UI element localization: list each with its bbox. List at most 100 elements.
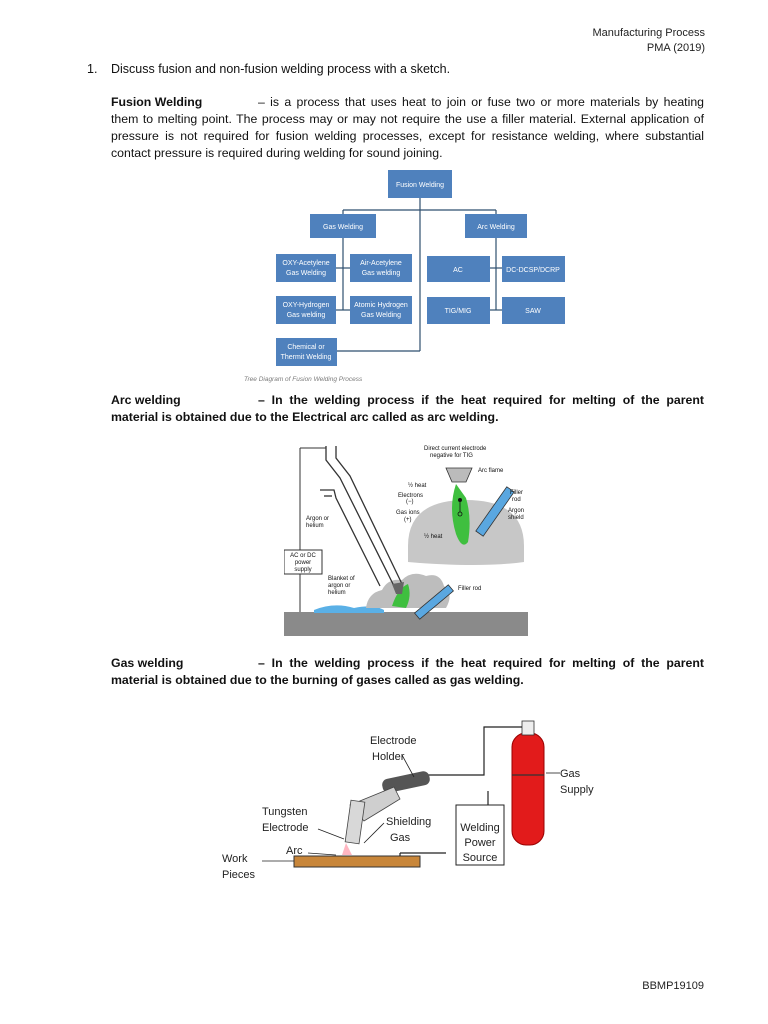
gas-cylinder xyxy=(511,732,545,846)
gas-definition: – In the welding process if the heat req… xyxy=(111,656,704,687)
gas-ions-line1: Gas ions xyxy=(396,510,420,516)
electrons-line1: Electrons xyxy=(398,493,423,499)
tungsten-line1: Tungsten xyxy=(262,806,307,818)
argon-shield-line2: shield xyxy=(508,515,524,521)
tree-node-ac xyxy=(427,256,490,282)
power-supply-line3: supply xyxy=(294,567,311,573)
fusion-paragraph: Fusion Welding– is a process that uses h… xyxy=(111,94,704,162)
fusion-definition: – is a process that uses heat to join or… xyxy=(111,95,704,160)
tree-node-atomic-hydrogen xyxy=(350,296,412,324)
shielding-line2: Gas xyxy=(390,832,411,844)
gas-arc-spark xyxy=(342,843,352,855)
arc-filler-rod xyxy=(414,584,454,620)
dc-electrode-line2: negative for TIG xyxy=(430,453,473,459)
tree-node-gas xyxy=(310,214,376,238)
arc-power-supply-box xyxy=(284,549,323,575)
tree-caption: Tree Diagram of Fusion Welding Process xyxy=(244,376,363,383)
tree-node-oxy-hydrogen-line2: Gas welding xyxy=(287,312,326,319)
inset-filler-line2: rod xyxy=(512,497,521,503)
tree-node-arc xyxy=(465,214,527,238)
arc-paragraph: Arc welding– In the welding process if t… xyxy=(111,392,704,426)
tree-node-air-acetylene-line1: Air-Acetylene xyxy=(360,260,402,267)
electrons-line2: (−) xyxy=(406,499,414,505)
tree-node-oxy-hydrogen xyxy=(276,296,336,324)
arc-weld-pool xyxy=(392,584,410,608)
question-text: Discuss fusion and non-fusion welding pr… xyxy=(111,62,451,76)
gas-cylinder-valve xyxy=(521,720,535,736)
header-course: Manufacturing Process xyxy=(592,27,706,39)
arc-electrode-tip xyxy=(392,582,404,594)
tree-node-oxy-acetylene xyxy=(276,254,336,282)
tree-node-atomic-hydrogen-line2: Gas Welding xyxy=(361,312,401,319)
tree-node-arc-label: Arc Welding xyxy=(477,224,515,231)
inset-arc-flame xyxy=(452,484,470,545)
tree-node-fusion-label: Fusion Welding xyxy=(396,182,444,189)
power-source-line3: Source xyxy=(463,852,498,864)
gas-power-source-box xyxy=(455,804,505,866)
work-pieces-line1: Work xyxy=(222,853,248,865)
gas-supply-line2: Supply xyxy=(560,784,594,796)
tree-node-dc xyxy=(502,256,565,282)
argon-shield-line1: Argon xyxy=(508,508,524,514)
power-supply-line1: AC or DC xyxy=(290,553,316,559)
half-heat-top-label: ½ heat xyxy=(408,482,427,489)
power-source-line2: Power xyxy=(464,837,496,849)
tree-node-oxy-acetylene-line2: Gas Welding xyxy=(286,270,326,277)
fusion-welding-tree-diagram: Fusion Welding Gas Welding Arc Welding O… xyxy=(244,170,565,383)
gas-ions-line2: (+) xyxy=(404,517,412,523)
tree-node-fusion xyxy=(388,170,452,198)
question-number: 1. xyxy=(87,62,98,76)
tungsten-line2: Electrode xyxy=(262,822,308,834)
half-heat-bottom-label: ½ heat xyxy=(424,533,443,540)
arc-flame-label: Arc flame xyxy=(478,468,504,474)
tree-node-gas-label: Gas Welding xyxy=(323,224,363,231)
gas-torch-nozzle xyxy=(344,799,366,845)
tree-node-chemical xyxy=(276,338,337,366)
blanket-line1: Blanket of xyxy=(328,576,355,582)
tree-node-tig xyxy=(427,297,490,324)
gas-workpiece xyxy=(293,855,421,868)
gas-paragraph: Gas welding– In the welding process if t… xyxy=(111,655,704,689)
gas-supply-line1: Gas xyxy=(560,768,581,780)
tree-node-saw xyxy=(502,297,565,324)
tree-node-saw-label: SAW xyxy=(525,308,541,315)
dc-electrode-line1: Direct current electrode xyxy=(424,446,487,452)
blanket-line3: helium xyxy=(328,590,346,596)
work-pieces-line2: Pieces xyxy=(222,869,256,881)
inset-electron xyxy=(458,498,462,502)
filler-rod-label: Filler rod xyxy=(458,586,481,592)
blanket-line2: argon or xyxy=(328,583,350,589)
header-code: PMA (2019) xyxy=(646,42,705,54)
power-supply-line2: power xyxy=(295,560,311,566)
tree-node-oxy-acetylene-line1: OXY-Acetylene xyxy=(282,260,329,267)
power-source-line1: Welding xyxy=(460,822,500,834)
tree-node-oxy-hydrogen-line1: OXY-Hydrogen xyxy=(283,302,330,309)
arc-welding-figure: AC or DC power supply Argon or helium Bl… xyxy=(284,446,528,636)
arc-definition: – In the welding process if the heat req… xyxy=(111,393,704,424)
gas-term: Gas welding xyxy=(111,656,184,670)
page-footer: BBMP19109 xyxy=(642,980,704,992)
tree-node-air-acetylene-line2: Gas welding xyxy=(362,270,401,277)
tree-node-air-acetylene xyxy=(350,254,412,282)
arc-base-plate xyxy=(284,612,528,636)
tree-node-ac-label: AC xyxy=(453,267,463,274)
tree-node-dc-label: DC-DCSP/DCRP xyxy=(506,267,560,274)
gas-welding-figure: Electrode Holder Tungsten Electrode Shie… xyxy=(222,720,594,881)
argon-helium-line1: Argon or xyxy=(306,516,329,522)
page-header: Manufacturing Process PMA (2019) xyxy=(593,26,706,56)
shielding-line1: Shielding xyxy=(386,816,431,828)
inset-filler-line1: Filler xyxy=(510,490,523,496)
tree-node-tig-label: TIG/MIG xyxy=(445,308,472,315)
electrode-holder-line1: Electrode xyxy=(370,735,416,747)
tree-node-atomic-hydrogen-line1: Atomic Hydrogen xyxy=(354,302,408,309)
tree-node-chemical-line2: Thermit Welding xyxy=(281,354,332,361)
inset-filler-rod xyxy=(475,486,515,537)
argon-helium-line2: helium xyxy=(306,523,324,529)
electrode-holder-line2: Holder xyxy=(372,751,405,763)
arc-label: Arc xyxy=(286,845,303,857)
tree-node-chemical-line1: Chemical or xyxy=(287,344,325,351)
arc-term: Arc welding xyxy=(111,393,181,407)
inset-nozzle xyxy=(445,467,473,483)
fusion-term: Fusion Welding xyxy=(111,95,203,109)
